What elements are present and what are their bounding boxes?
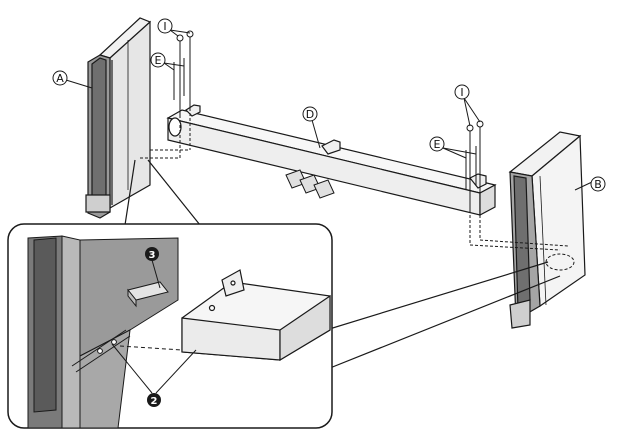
svg-text:E: E [434,138,441,151]
right-fasteners [465,120,575,271]
label-i-right: I [454,84,470,100]
svg-text:3: 3 [149,250,156,261]
callout-lines [124,159,561,371]
svg-text:E: E [155,54,162,67]
label-e-left: E [150,52,166,68]
left-fasteners [140,30,194,159]
svg-text:2: 2 [151,396,158,407]
svg-text:I: I [460,86,463,99]
label-i-left: I [157,18,173,34]
label-a: A [52,70,68,86]
label-b: B [590,176,606,192]
label-e-right: E [429,136,445,152]
callout-2: 2 [147,393,161,407]
detail-inset [7,223,333,429]
label-d: D [302,106,318,122]
left-side-panel [85,17,152,219]
callout-3: 3 [145,247,159,261]
bracket-piece [127,281,169,308]
right-side-panel [508,131,586,329]
crossbar [166,104,497,216]
label-leaders [65,29,593,191]
svg-text:I: I [163,20,166,33]
crossbar-end-detail [181,269,331,362]
svg-text:A: A [56,72,64,85]
svg-text:B: B [594,178,602,191]
pedals [285,169,335,199]
svg-text:D: D [306,108,314,121]
